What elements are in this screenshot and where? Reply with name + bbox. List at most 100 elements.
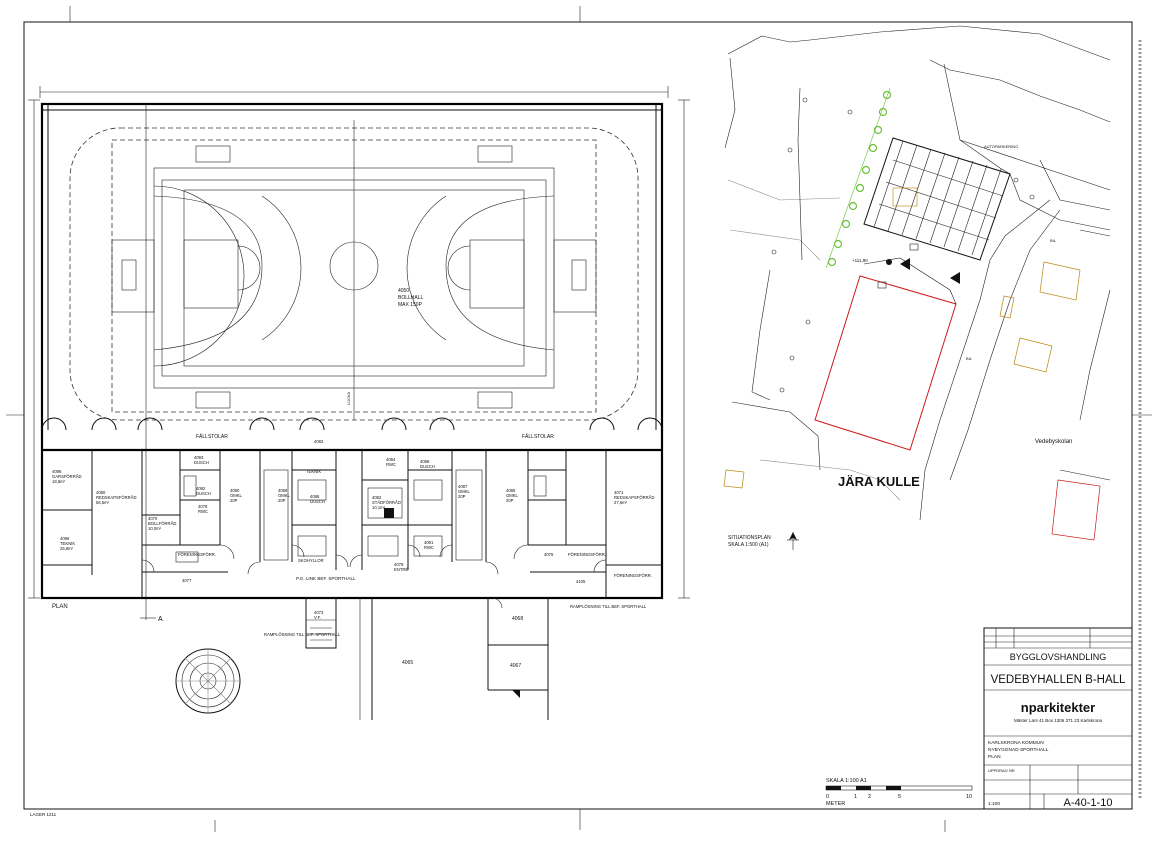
hall-number: 4050: [398, 288, 409, 294]
north-arrow-icon: [787, 532, 799, 550]
site-plan-label: SITUATIONSPLAN: [728, 535, 771, 541]
project-description: NYBYGGNAD SPORTHALL: [988, 747, 1049, 753]
scale-unit: METER: [826, 801, 845, 807]
room-4080-area: 56,5m²: [96, 500, 110, 505]
hall-capacity: MAX 150P: [398, 302, 423, 308]
corridor-label-left: FÄLLSTOLAR: [196, 433, 228, 440]
room-4090-area: 20P: [230, 498, 238, 503]
room-4085-name: OMKL: [506, 493, 519, 498]
room-4091-name: RWC: [424, 545, 434, 550]
scale-tick-0: 0: [826, 794, 829, 800]
scale-tick-5: 5: [898, 794, 901, 800]
room-4073-id: 4073: [314, 610, 324, 615]
room-4079-id: 4079: [394, 562, 404, 567]
fixture-mark: [384, 508, 394, 518]
scale-tick-1: 1: [854, 794, 857, 800]
room-4077-id: 4077: [182, 578, 192, 583]
room-4082-area: 10,1m²: [372, 505, 386, 510]
scale-bar-label: SKALA 1:100 A1: [826, 778, 867, 784]
room-4096-area: 25,9m²: [60, 546, 74, 551]
site-note: AUTOPARKERING: [984, 144, 1018, 149]
room-4098-area: 18,6m²: [52, 479, 66, 484]
label-teknik: TEKNIK: [306, 469, 321, 474]
room-4089-id: 4089: [278, 488, 288, 493]
site-plan: +111,80 AUTOPARKERING BIL BIL Vedebyskol…: [723, 25, 1111, 550]
corridor-label-right: FÄLLSTOLAR: [522, 433, 554, 440]
label-skohyllor: SKOHYLLOR: [298, 558, 324, 563]
room-4082-id: 4082: [372, 495, 382, 500]
room-4086-name: DUSCH: [310, 499, 325, 504]
label-foreningsforr-far-right: FÖRENINGSFÖRR.: [614, 573, 652, 578]
label-pa-link: P.G. LINK BEF. SPORTHALL: [296, 576, 356, 581]
room-4096-name: TEKNIK: [60, 541, 75, 546]
new-building-outline: [814, 275, 957, 451]
room-4098-id: 4098: [52, 469, 62, 474]
project-name: VEDEBYHALLEN B-HALL: [991, 674, 1126, 686]
room-4084-name: RWC: [386, 462, 396, 467]
room-4105-id: 4105: [576, 579, 586, 584]
room-4087-name: OMKL: [458, 489, 471, 494]
room-4076-id: 4076: [544, 552, 554, 557]
room-4088-name: DUSCH: [420, 464, 435, 469]
room-4087-area: 20P: [458, 494, 466, 499]
scale-tick-10: 10: [966, 794, 972, 800]
site-place-name: JÄRA KULLE: [838, 474, 920, 489]
section-mark: A: [158, 616, 163, 623]
room-4089-name: OMKL: [278, 493, 291, 498]
room-4090-id: 4090: [230, 488, 240, 493]
room-4073-name: V.F.: [314, 615, 321, 620]
room-4087-id: 4087: [458, 484, 468, 489]
room-4067-id: 4067: [510, 663, 521, 669]
drawing-status: BYGGLOVSHANDLING: [1010, 652, 1107, 662]
floor-plan: 4050 BOLLHALL MAX 150P: [28, 86, 690, 720]
room-4092-name: DUSCH: [196, 491, 211, 496]
site-plan-scale: SKALA 1:500 (A1): [728, 542, 769, 548]
margin-layer-note: LAGER 1211: [30, 812, 57, 817]
room-4065-id: 4065: [402, 660, 413, 666]
site-street-name: Vedebyskolan: [1035, 439, 1072, 445]
room-4093-id: 4093: [194, 455, 204, 460]
client-name: KARLSKRONA KOMMUN: [988, 740, 1044, 746]
sheet-frame: [23, 21, 1133, 810]
drawing-view: PLAN: [988, 754, 1001, 760]
room-4089-area: 20P: [278, 498, 286, 503]
architect-address: Mäster Lars 41 Box 1306 371 23 Karlskron…: [1014, 718, 1103, 723]
room-4084-id: 4084: [386, 457, 396, 462]
label-ramp-right: RAMPLÖSNING TILL BEF. SPORTHALL: [570, 604, 647, 609]
room-4098-name: GARSFÖRRÅD: [52, 474, 82, 479]
room-4090-name: OMKL: [230, 493, 243, 498]
room-4070-area: 10,0m²: [148, 526, 162, 531]
room-4071-id: 4071: [614, 490, 624, 495]
room-4068-id: 4068: [512, 616, 523, 622]
tree-symbol: [175, 648, 241, 714]
room-4082-name: STÄDFÖRRÅD: [372, 500, 401, 505]
room-4088-id: 4088: [420, 459, 430, 464]
hatched-building: [863, 137, 1011, 261]
label-foreningsforr-left: FÖRENINGSFÖRR.: [178, 552, 216, 557]
drawing-scale: 1:100: [988, 801, 1000, 807]
room-4071-area: 27,6m²: [614, 500, 628, 505]
room-4086-id: 4086: [310, 494, 320, 499]
room-4085-id: 4085: [506, 488, 516, 493]
room-4093-name: DUSCH: [194, 460, 209, 465]
room-4070-id: 4070: [148, 516, 158, 521]
room-4078-id: 4078: [198, 504, 208, 509]
site-elevation: +111,80: [852, 258, 868, 263]
room-4079-name: ENTRÉ: [394, 567, 408, 572]
architect-firm: nparkitekter: [1021, 700, 1095, 715]
tree-row: [827, 90, 892, 267]
hatch-label: LUCKA: [346, 391, 351, 405]
hall-name: BOLLHALL: [398, 295, 424, 301]
room-4083-id: 4083: [314, 439, 324, 444]
room-4085-area: 20P: [506, 498, 514, 503]
title-block: BYGGLOVSHANDLING VEDEBYHALLEN B-HALL npa…: [983, 627, 1133, 810]
building-outline: [40, 102, 664, 600]
room-4096-id: 4096: [60, 536, 70, 541]
label-foreningsforr-right: FÖRENINGSFÖRR.: [568, 552, 606, 557]
site-road: BIL: [1050, 238, 1057, 243]
drawing-number: A-40-1-10: [1064, 797, 1113, 809]
room-4070-name: BOLLFÖRRÅD: [148, 521, 176, 526]
room-4091-id: 4091: [424, 540, 434, 545]
